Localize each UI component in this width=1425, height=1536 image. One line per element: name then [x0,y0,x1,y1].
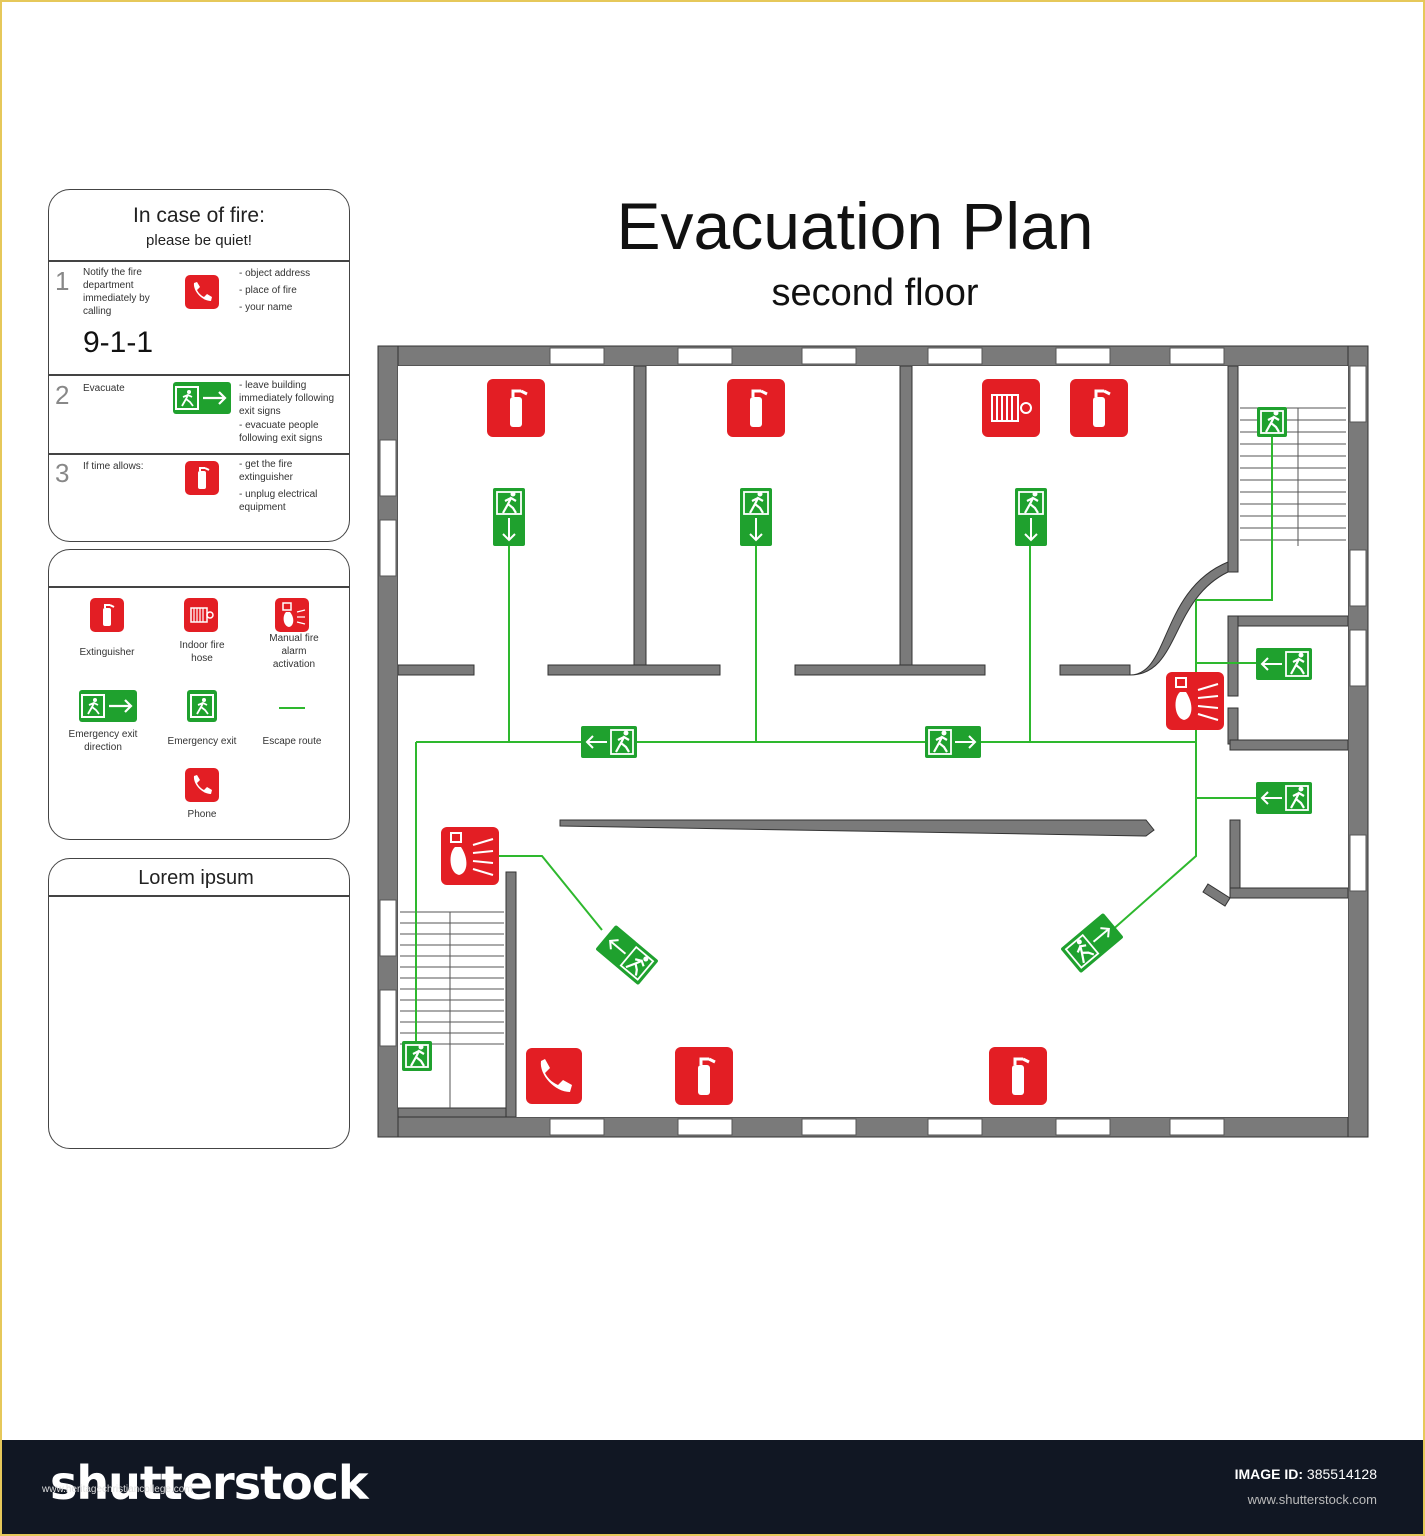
escape-route-icon [279,707,305,709]
emergency-exit-icon [1257,407,1287,437]
divider [49,260,349,262]
interior-walls [397,365,1349,1118]
legend-label: Phone [187,809,217,820]
extinguisher-icon [673,1045,735,1107]
step-label: Evacuate [83,383,125,394]
emergency-exit-direction-icon [173,382,231,414]
notes-panel: Lorem ipsum [48,858,350,1149]
phone-icon [185,768,219,802]
extinguisher-icon [1068,377,1130,439]
legend-label: Emergency exit [167,736,237,747]
step-note: - object address [239,268,311,279]
plan-title: Evacuation Plan [616,189,1094,263]
instructions-subheading: please be quiet! [146,232,252,249]
legend-label: Emergency exit direction [68,729,138,753]
windows [379,347,1367,1136]
extinguisher-icon [485,377,547,439]
extinguisher-icon [90,598,124,632]
step-label: If time allows: [83,461,144,472]
step-note: - evacuate people following exit signs [239,420,323,444]
legend-panel: Extinguisher Indoor fire hose Manual fir… [48,549,350,840]
image-id: IMAGE ID: 385514128 [1235,1466,1377,1482]
fire-alarm-icon [275,598,309,632]
notes-heading: Lorem ipsum [138,867,254,889]
divider [49,453,349,455]
step-number: 2 [55,380,70,410]
fire-alarm-icon [1165,671,1225,731]
legend-label: Escape route [262,736,322,747]
emergency-exit-icon [1015,488,1047,546]
instructions-panel: In case of fire: please be quiet! 1 Noti… [48,189,350,542]
image-id-label: IMAGE ID: [1234,1466,1304,1482]
emergency-exit-icon [740,488,772,546]
legend-label: Manual fire alarm activation [269,633,319,670]
step-note: - your name [239,302,293,313]
extinguisher-icon [725,377,787,439]
extinguisher-icon [987,1045,1049,1107]
emergency-exit-direction-icon [925,726,981,758]
emergency-number: 9-1-1 [83,326,154,359]
emergency-exit-direction-icon [79,690,137,722]
phone-icon [526,1048,582,1104]
step-number: 3 [55,458,70,488]
step-note: - leave building immediately following e… [239,380,335,417]
emergency-exit-icon [402,1041,432,1071]
emergency-exit-direction-icon [581,726,637,758]
stairs-left [400,911,504,1108]
image-id-value: 385514128 [1306,1466,1377,1482]
step-note: - get the fire extinguisher [239,459,293,483]
fire-alarm-icon [440,826,500,886]
emergency-exit-direction-icon [1256,782,1312,814]
emergency-exit-icon [493,488,525,546]
step-note: - place of fire [239,285,297,296]
extinguisher-icon [185,461,219,495]
emergency-exit-direction-icon [1256,648,1312,680]
divider [49,374,349,376]
legend-label: Extinguisher [79,647,135,658]
step-number: 1 [55,266,70,296]
legend-label: Indoor fire hose [179,640,225,664]
step-note: - unplug electrical equipment [239,489,318,513]
phone-icon [185,275,219,309]
footer-bar: shutterstock www.heritagechristiancolleg… [2,1440,1423,1534]
divider [49,586,349,588]
instructions-heading: In case of fire: [133,204,265,227]
watermark-text: www.heritagechristiancollege.com [42,1484,193,1495]
image-url[interactable]: www.shutterstock.com [1247,1492,1377,1507]
brand-logo: shutterstock [50,1456,369,1510]
floor-plan [377,345,1369,1138]
emergency-exit-icon [187,690,217,722]
plan-subtitle: second floor [771,272,979,314]
divider [49,895,349,897]
fire-hose-icon [184,598,218,632]
fire-hose-icon [981,378,1041,438]
step-label: Notify the fire department immediately b… [83,267,150,317]
